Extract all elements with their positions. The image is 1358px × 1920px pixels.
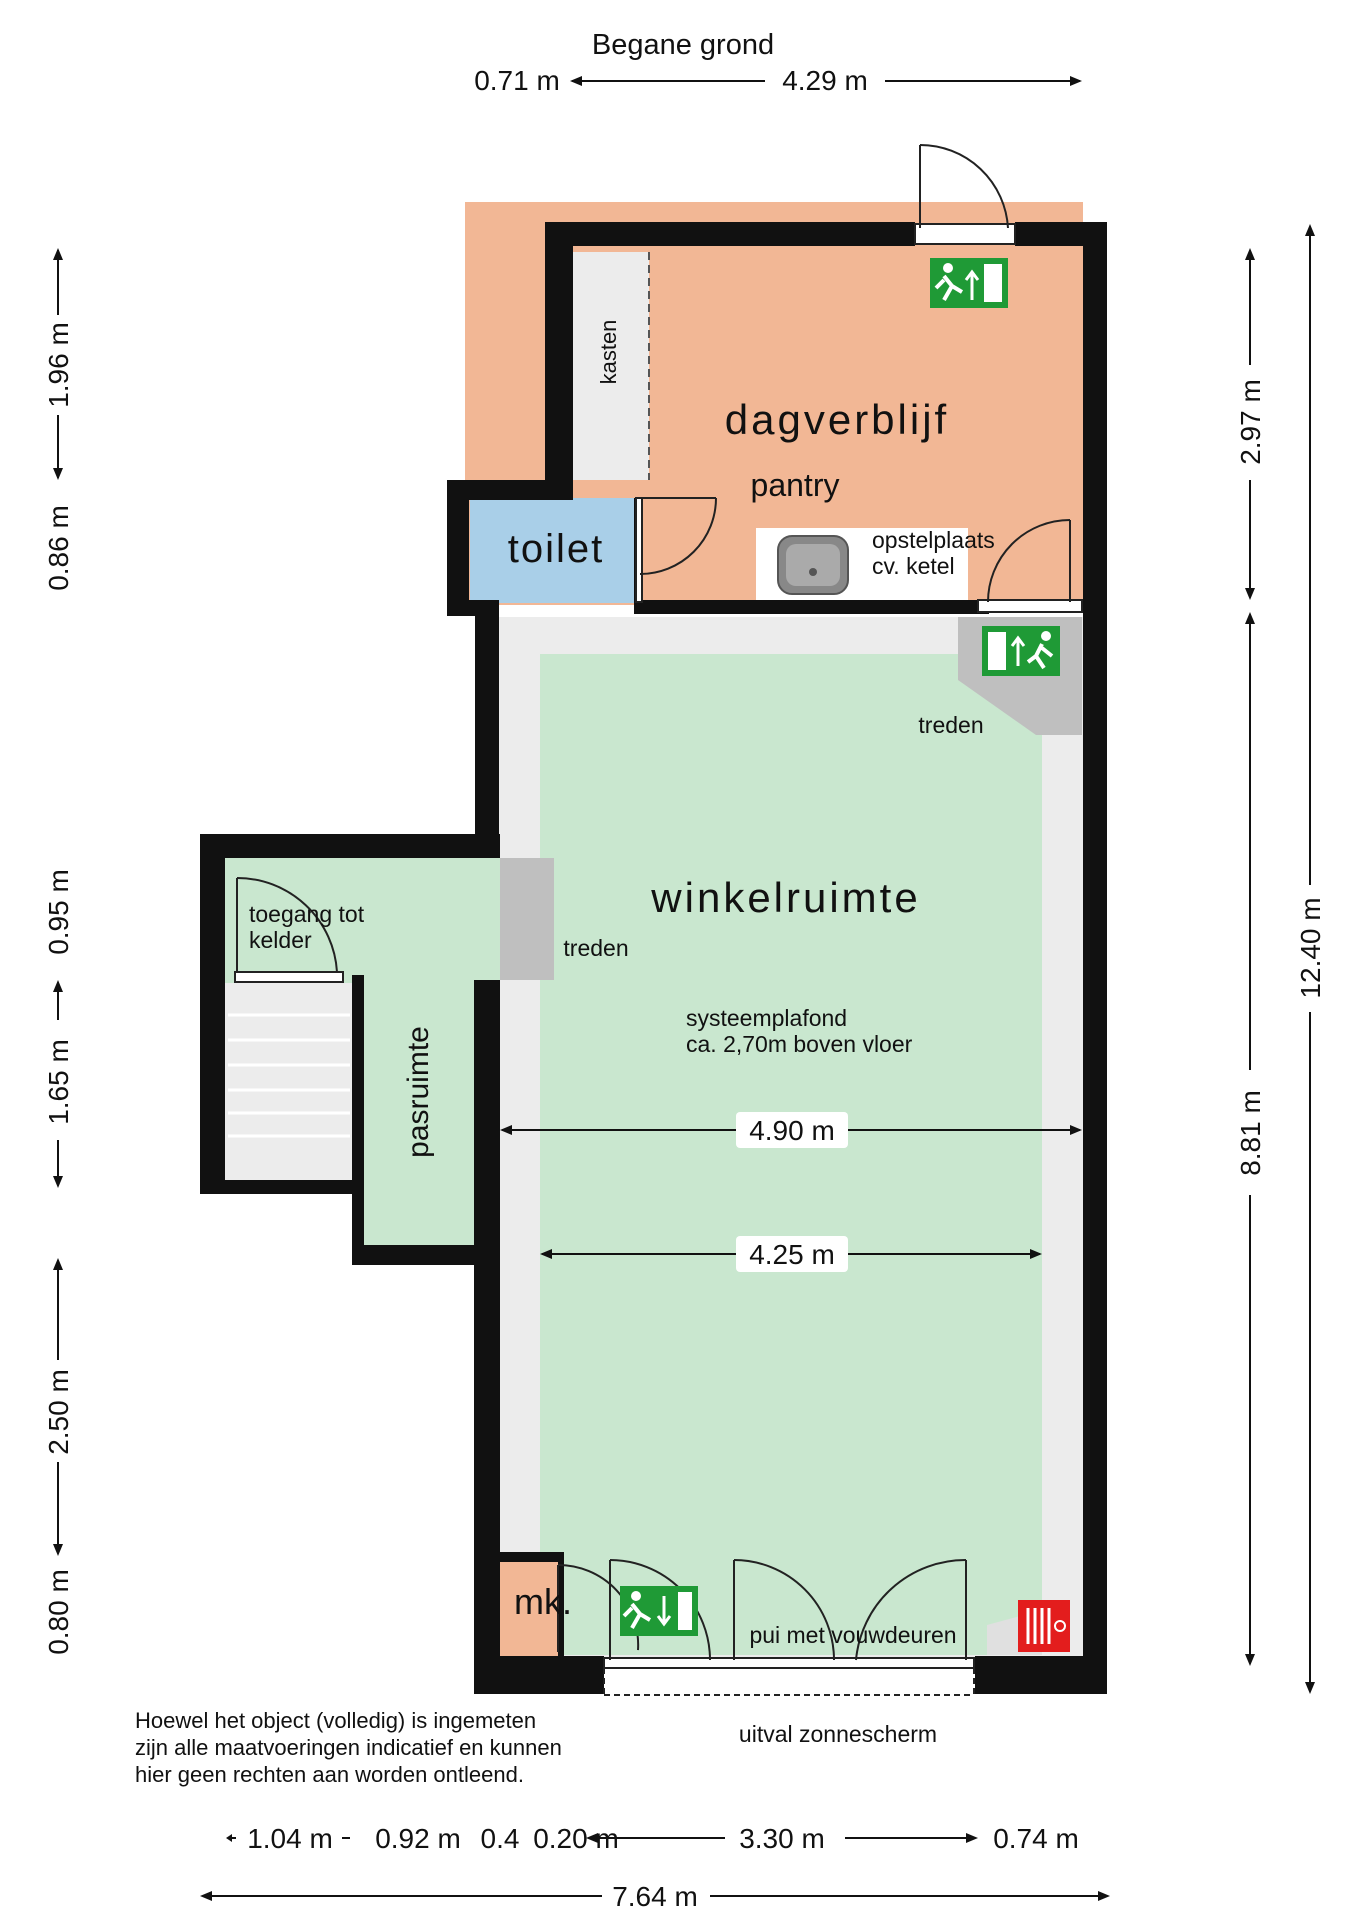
label-dagverblijf: dagverblijf xyxy=(725,396,949,443)
room-pasruimte xyxy=(364,980,474,1246)
room-toilet xyxy=(470,498,640,603)
dim-left-6: 0.80 m xyxy=(43,1569,74,1655)
dim-bottom-total: 7.64 m xyxy=(612,1881,698,1912)
label-winkelruimte: winkelruimte xyxy=(650,874,920,921)
disclaimer-line-1: Hoewel het object (volledig) is ingemete… xyxy=(135,1708,536,1733)
label-systeemplafond-height: ca. 2,70m boven vloer xyxy=(686,1031,913,1057)
label-mk: mk. xyxy=(514,1581,572,1622)
label-opstelplaats: opstelplaats xyxy=(872,527,995,553)
disclaimer-line-3: hier geen rechten aan worden ontleend. xyxy=(135,1762,524,1787)
dim-top-left: 0.71 m xyxy=(474,65,560,96)
dim-right-1: 2.97 m xyxy=(1235,379,1266,465)
room-toegang xyxy=(225,858,500,983)
dim-left-5: 2.50 m xyxy=(43,1369,74,1455)
dim-bottom-5: 3.30 m xyxy=(739,1823,825,1854)
dim-bottom-2: 0.92 m xyxy=(375,1823,461,1854)
dim-bottom-6: 0.74 m xyxy=(993,1823,1079,1854)
dim-bottom-3: 0.4 xyxy=(481,1823,520,1854)
exit-sign-icon xyxy=(930,258,1008,308)
label-kelder: kelder xyxy=(249,927,312,953)
dim-left-3: 0.95 m xyxy=(43,869,74,955)
room-winkelruimte xyxy=(540,654,1042,1654)
label-pui: pui met vouwdeuren xyxy=(749,1622,956,1648)
fire-hose-icon xyxy=(1018,1600,1070,1652)
dim-right-2: 8.81 m xyxy=(1235,1090,1266,1176)
label-toegang: toegang tot xyxy=(249,901,365,927)
page-title: Begane grond xyxy=(592,29,774,61)
stair-kelder xyxy=(225,983,352,1183)
label-treden-top: treden xyxy=(918,712,983,738)
kasten-cabinet xyxy=(573,252,649,480)
dim-top-main: 4.29 m xyxy=(782,65,868,96)
treden-steps-left xyxy=(500,858,554,980)
dimension-bottom: 1.04 m 0.92 m 0.4 0.20 m 3.30 m 0.74 m 7… xyxy=(200,1823,1110,1912)
dim-inner-2: 4.25 m xyxy=(749,1239,835,1270)
sink-icon xyxy=(777,535,849,595)
dim-left-1: 1.96 m xyxy=(43,322,74,408)
disclaimer-line-2: zijn alle maatvoeringen indicatief en ku… xyxy=(135,1735,562,1760)
dimension-left: 1.96 m 0.86 m 0.95 m 1.65 m 2.50 m 0.80 … xyxy=(43,248,74,1655)
label-pantry: pantry xyxy=(751,467,840,503)
label-treden-left: treden xyxy=(563,935,628,961)
label-kasten: kasten xyxy=(596,320,621,385)
dim-bottom-1: 1.04 m xyxy=(247,1823,333,1854)
dim-left-4: 1.65 m xyxy=(43,1039,74,1125)
room-mk xyxy=(500,1560,558,1656)
exit-sign-icon xyxy=(982,626,1060,676)
label-toilet: toilet xyxy=(508,527,605,571)
dim-inner-1: 4.90 m xyxy=(749,1115,835,1146)
dim-left-2: 0.86 m xyxy=(43,505,74,591)
dimension-top: 0.71 m 4.29 m xyxy=(474,65,1082,96)
exit-sign-icon xyxy=(620,1586,698,1636)
dim-right-total: 12.40 m xyxy=(1295,897,1326,998)
label-pasruimte: pasruimte xyxy=(402,1026,435,1158)
dimension-inner: 4.90 m 4.25 m xyxy=(500,1112,1082,1272)
label-systeemplafond: systeemplafond xyxy=(686,1005,847,1031)
dimension-right: 2.97 m 8.81 m 12.40 m xyxy=(1235,224,1326,1694)
label-uitval: uitval zonnescherm xyxy=(739,1721,937,1747)
label-cv-ketel: cv. ketel xyxy=(872,553,955,579)
